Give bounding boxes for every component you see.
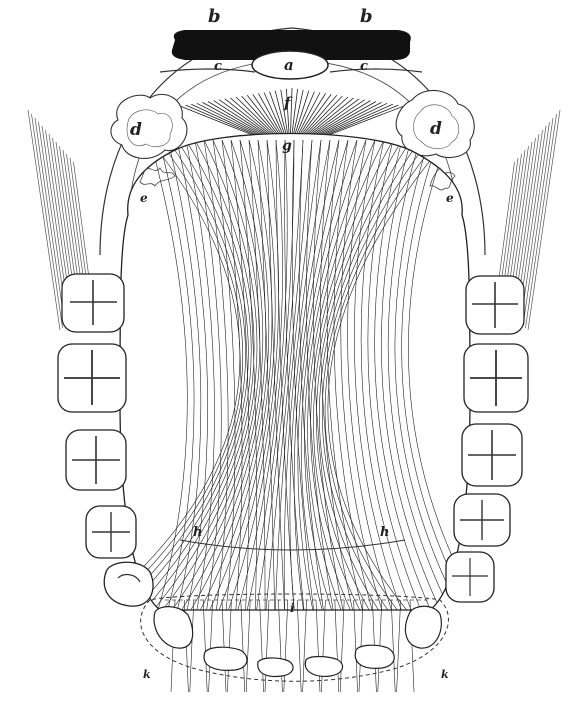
tooth-left-4 [86,506,136,558]
label-e-left: e [140,191,148,205]
label-c-left: c [214,59,222,74]
incisor-6 [405,606,441,648]
label-g: g [282,138,292,154]
incisor-4 [305,657,342,677]
incisor-3 [258,658,293,677]
label-b-right: b [360,6,373,27]
tooth-right-5 [446,552,494,602]
label-i: i [290,601,295,615]
tooth-left-2 [58,344,126,412]
tooth-right-3 [462,424,522,486]
tooth-left-1 [62,274,124,332]
label-e-right: e [446,191,454,205]
label-h-right: h [380,525,389,540]
label-a: a [284,56,294,74]
label-k-left: k [143,668,151,681]
label-b-left: b [208,6,221,27]
tooth-right-1 [466,276,524,334]
label-d-left: d [130,120,142,140]
label-h-left: h [193,525,202,540]
tongue-outline [120,134,470,611]
tonsil-d-left [111,94,187,158]
label-k-right: k [441,668,449,681]
tooth-right-4 [454,494,510,546]
line-c-left [160,69,255,72]
incisor-1 [154,607,193,648]
incisor-2 [204,647,247,670]
tooth-left-5 [104,562,153,606]
label-d-right: d [430,119,442,139]
tooth-right-2 [464,344,528,412]
label-c-right: c [360,59,368,74]
tooth-left-3 [66,430,126,490]
incisor-5 [355,645,394,668]
